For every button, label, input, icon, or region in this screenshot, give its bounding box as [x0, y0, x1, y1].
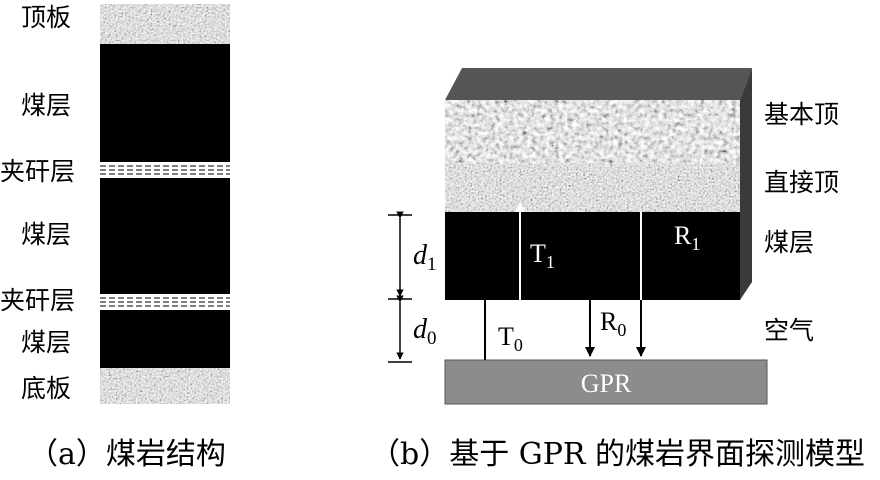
layer-gangue-1 [100, 162, 230, 178]
label-coal-b: 煤层 [764, 228, 815, 257]
label-main-roof: 基本顶 [764, 100, 840, 129]
label-coal-1: 煤层 [21, 91, 72, 120]
block-top-face [445, 68, 752, 100]
layer-roof [100, 4, 230, 44]
t1-label: T1 [530, 239, 555, 272]
gpr-device: GPR [444, 359, 768, 405]
label-coal-3: 煤层 [21, 328, 72, 357]
d0-label: d0 [413, 314, 437, 349]
layer-immediate-roof [445, 164, 740, 212]
coal-rock-column [100, 4, 230, 404]
block-side-face [740, 68, 752, 300]
layer-gangue-2 [100, 294, 230, 310]
label-coal-2: 煤层 [21, 220, 72, 249]
gpr-label: GPR [581, 369, 632, 398]
label-gangue-1: 夹矸层 [0, 157, 76, 186]
layer-coal-b [445, 212, 740, 300]
caption-a: （a）煤岩结构 [28, 437, 226, 472]
caption-b: （b）基于 GPR 的煤岩界面探测模型 [370, 437, 866, 472]
layer-floor [100, 368, 230, 404]
label-roof: 顶板 [21, 3, 72, 32]
r1-label: R1 [674, 221, 700, 254]
label-floor: 底板 [21, 374, 72, 403]
gpr-box [444, 359, 768, 405]
label-air: 空气 [764, 316, 815, 345]
dimension-bars [388, 211, 412, 363]
r0-label: R0 [600, 307, 626, 340]
d1-label: d1 [413, 240, 437, 275]
layer-main-roof [445, 100, 740, 164]
layer-coal-1 [100, 44, 230, 162]
layer-coal-2 [100, 178, 230, 294]
label-gangue-2: 夹矸层 [0, 286, 76, 315]
t0-label: T0 [498, 322, 523, 355]
layer-coal-3 [100, 310, 230, 368]
detection-model-block [445, 68, 752, 300]
label-immediate-roof: 直接顶 [764, 168, 840, 197]
